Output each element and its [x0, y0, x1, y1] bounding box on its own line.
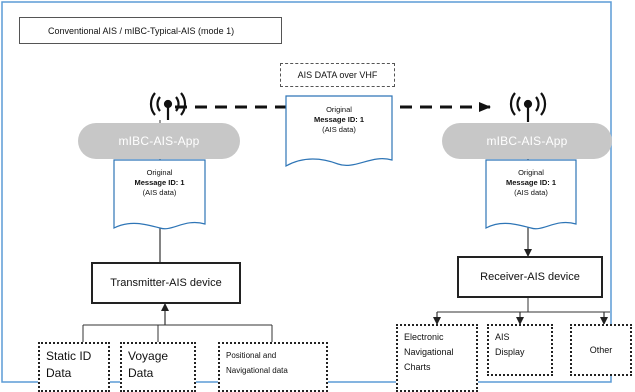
right-app-label-text: mIBC-AIS-App [486, 134, 568, 148]
input-static-id-line1: Static ID [46, 349, 92, 363]
output-charts-line2: Navigational [404, 347, 454, 357]
input-static-id: Static ID Data [38, 342, 110, 392]
diagram-title-text: Conventional AIS / mIBC-Typical-AIS (mod… [48, 25, 235, 36]
output-charts-line3: Charts [404, 362, 431, 372]
input-static-id-line2: Data [46, 366, 72, 380]
receiver-device-box: Receiver-AIS device [457, 256, 603, 298]
left-message-line2: Message ID: 1 [134, 178, 185, 187]
input-positional-line2: Navigational data [226, 366, 288, 375]
output-charts-line1: Electronic [404, 332, 444, 342]
right-message-doc [485, 159, 577, 230]
output-electronic-charts: Electronic Navigational Charts [396, 324, 478, 392]
right-message-text: Original Message ID: 1 (AIS data) [486, 168, 576, 198]
transmitter-device-box: Transmitter-AIS device [91, 262, 241, 304]
vhf-label-text: AIS DATA over VHF [297, 70, 378, 80]
left-app-label: mIBC-AIS-App [78, 123, 240, 159]
right-message-line1: Original [518, 168, 544, 177]
center-message-text: Original Message ID: 1 (AIS data) [286, 105, 392, 135]
receiver-device-label: Receiver-AIS device [480, 271, 580, 283]
output-ais-display: AIS Display [487, 324, 553, 376]
output-other: Other [570, 324, 632, 376]
input-voyage-line2: Data [128, 366, 154, 380]
output-ais-display-line2: Display [495, 347, 525, 357]
input-voyage-line1: Voyage [128, 349, 169, 363]
left-app-pill-bg [78, 123, 240, 159]
right-message-line2: Message ID: 1 [505, 178, 557, 187]
input-positional-navigational: Positional and Navigational data [218, 342, 328, 392]
antenna-icon-right [509, 92, 547, 122]
antenna-icon-left [149, 92, 187, 120]
vhf-label: AIS DATA over VHF [280, 63, 395, 87]
right-app-label: mIBC-AIS-App [442, 123, 612, 159]
center-message-line3: (AIS data) [322, 125, 356, 134]
left-message-line1: Original [146, 168, 173, 177]
center-message-line1: Original [326, 105, 352, 114]
right-message-line3: (AIS data) [514, 188, 548, 197]
left-app-label-text: mIBC-AIS-App [118, 134, 200, 148]
input-positional-line1: Positional and [226, 351, 277, 360]
output-other-label: Other [589, 345, 613, 355]
left-message-text: Original Message ID: 1 (AIS data) [114, 168, 205, 198]
center-message-doc [285, 95, 393, 168]
transmitter-device-label: Transmitter-AIS device [110, 277, 222, 289]
diagram-title: Conventional AIS / mIBC-Typical-AIS (mod… [19, 17, 282, 44]
input-voyage: Voyage Data [120, 342, 196, 392]
left-message-doc [113, 159, 206, 230]
left-message-line3: (AIS data) [142, 188, 177, 197]
right-app-pill-bg [442, 123, 612, 159]
center-message-line2: Message ID: 1 [313, 115, 365, 124]
output-ais-display-line1: AIS [495, 332, 510, 342]
